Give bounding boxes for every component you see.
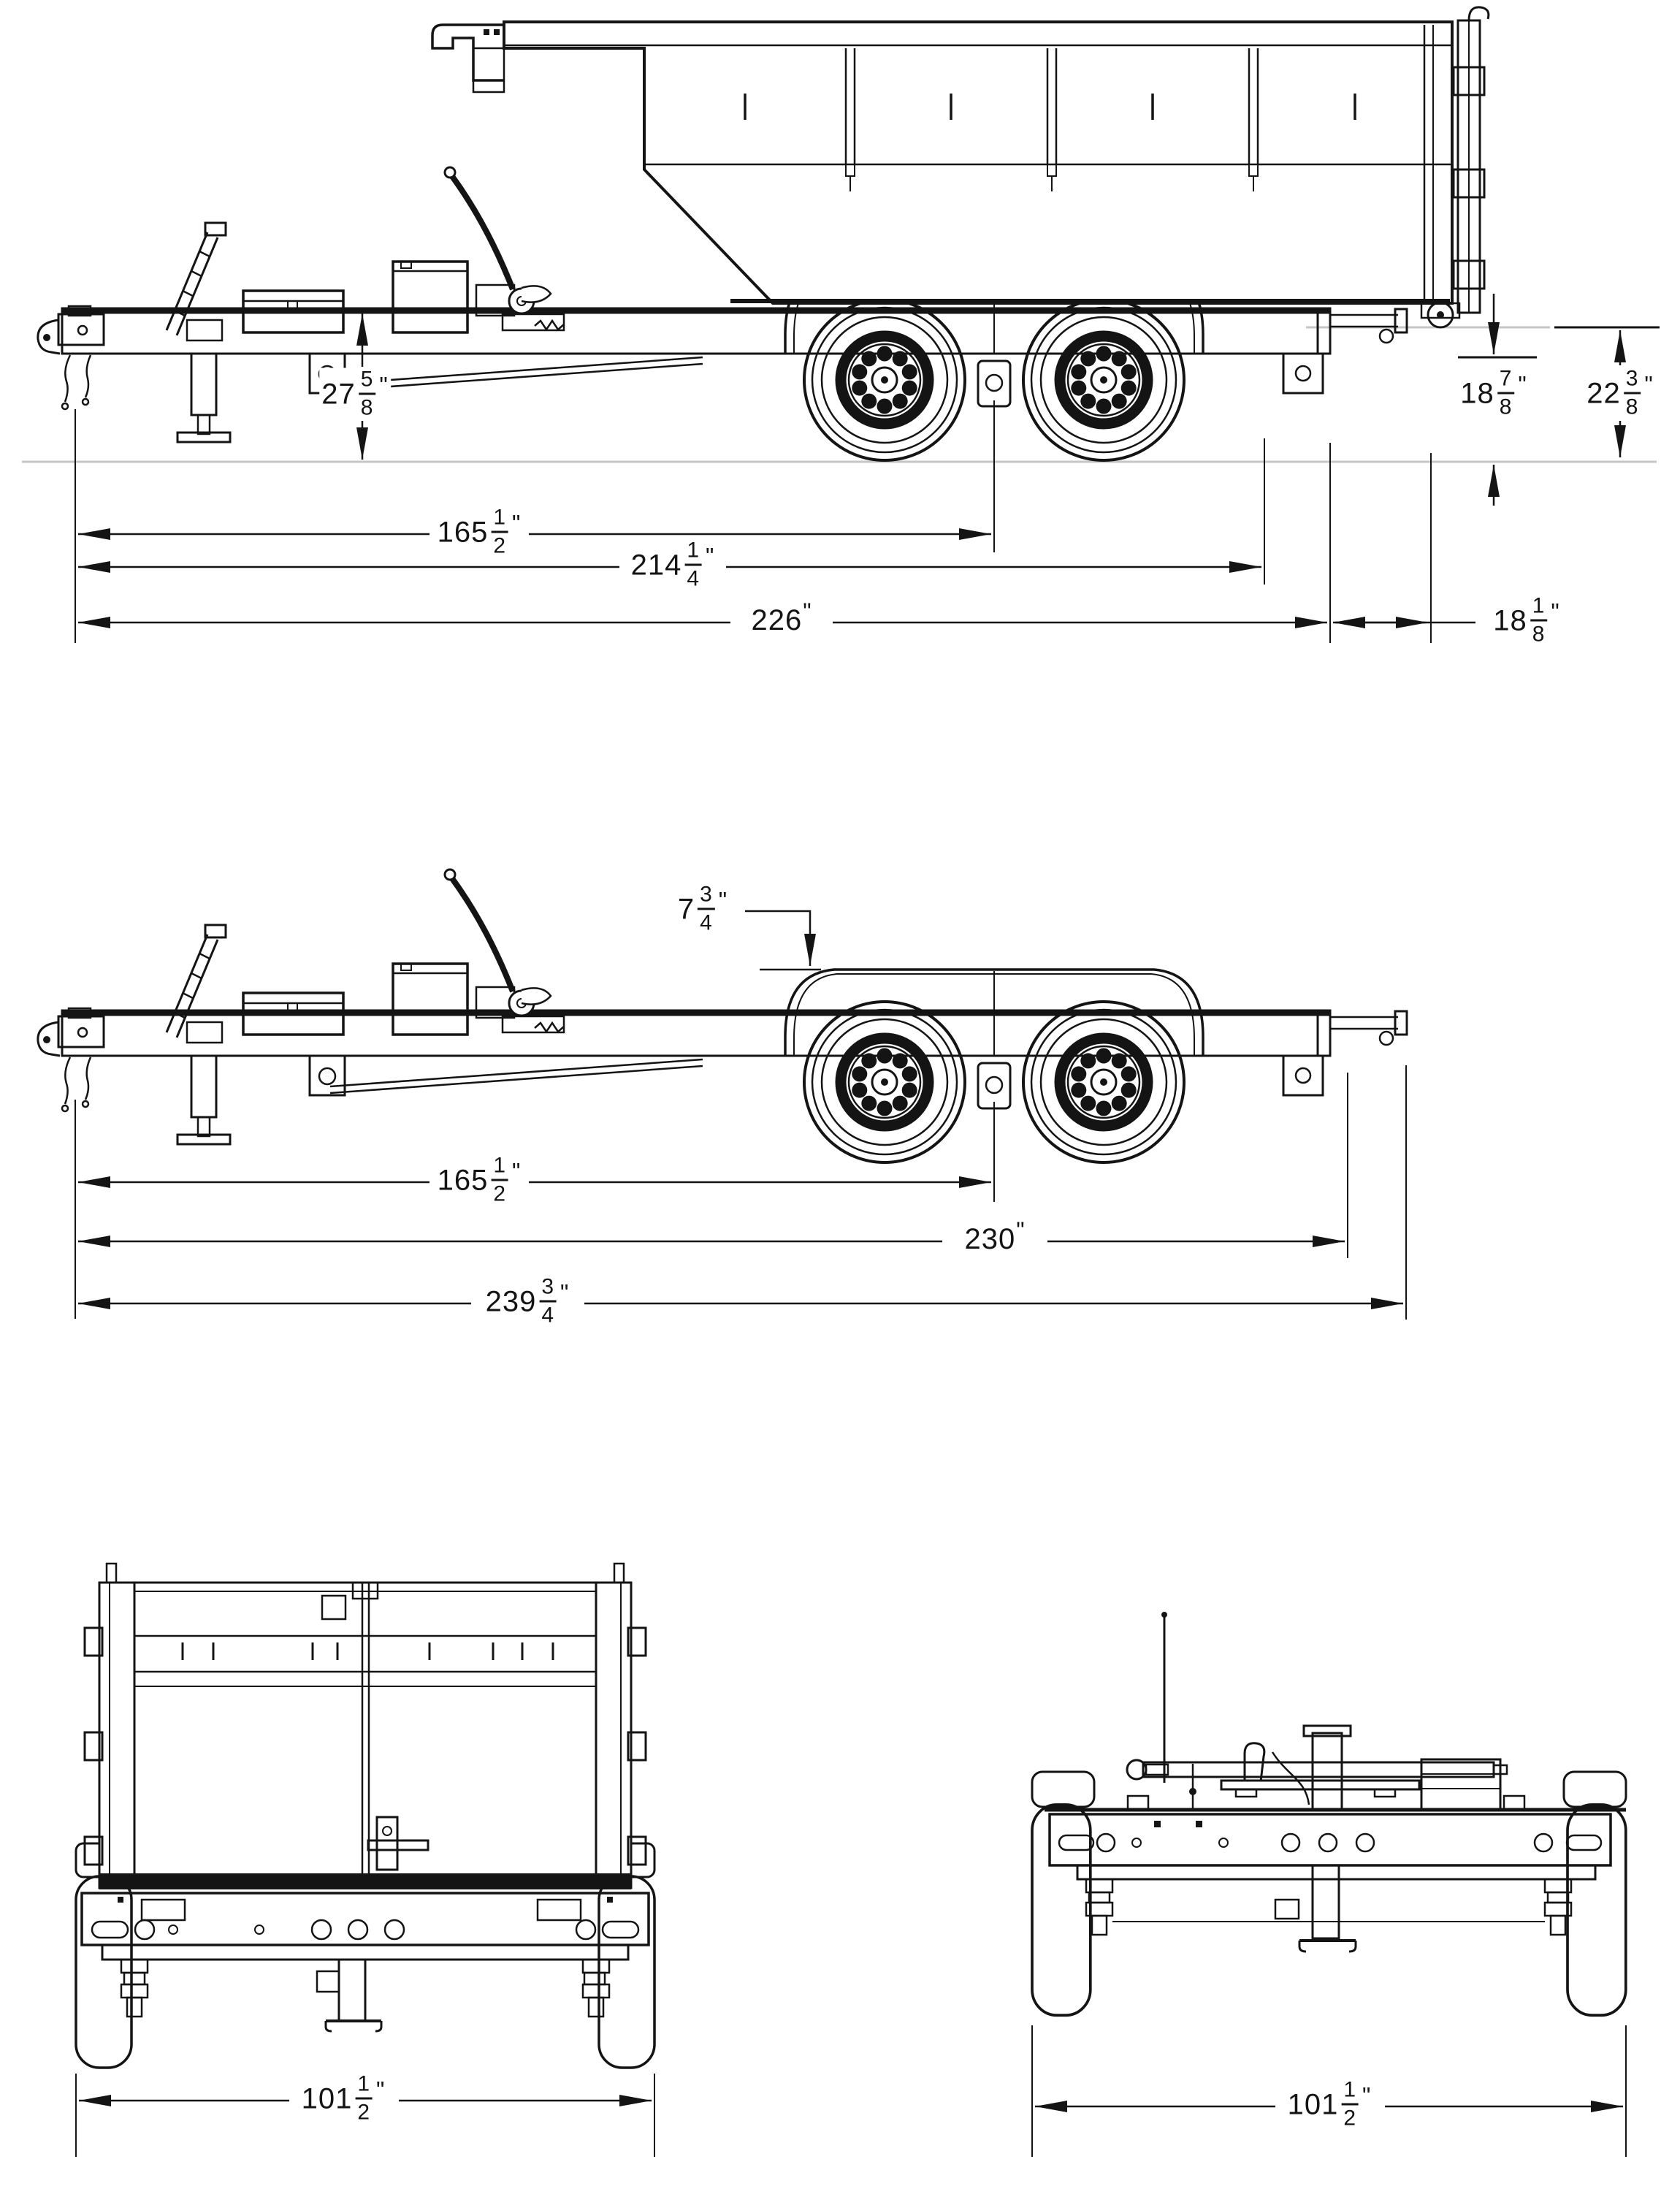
rear-bumper xyxy=(80,1892,650,1946)
fender-right xyxy=(1562,1770,1627,1808)
fender-height-leader xyxy=(745,910,821,971)
front-frame-band xyxy=(1048,1813,1612,1867)
dimension-lines-view2 xyxy=(78,1176,1403,1309)
cable-hook-bracket xyxy=(431,23,505,94)
door-latch xyxy=(367,1816,429,1871)
container-rear xyxy=(83,1562,647,1889)
coupler-assembly-front xyxy=(1126,1724,1508,1812)
view-rear-loaded xyxy=(75,1562,656,2157)
rolloff-container xyxy=(431,6,1490,329)
fender-left xyxy=(1031,1770,1096,1808)
extension-lines-view4 xyxy=(1031,2025,1627,2157)
view-front-empty xyxy=(1031,1612,1627,2157)
container-rear-door xyxy=(1420,6,1490,329)
extension-lines-view2 xyxy=(75,1065,1407,1320)
view-side-empty xyxy=(38,869,1407,1320)
extension-lines-view3 xyxy=(75,2074,655,2157)
dimension-lines-view1 xyxy=(78,294,1626,628)
undercarriage-rear xyxy=(101,1944,630,2033)
view-side-loaded xyxy=(22,6,1660,643)
dim-overall-length-loaded: 226 " xyxy=(749,600,814,636)
extension-lines-view1 xyxy=(75,400,1432,643)
dim-frame-length: 230 " xyxy=(962,1219,1028,1255)
undercarriage-front xyxy=(1076,1864,1597,1953)
door-hinges xyxy=(83,1626,647,1866)
